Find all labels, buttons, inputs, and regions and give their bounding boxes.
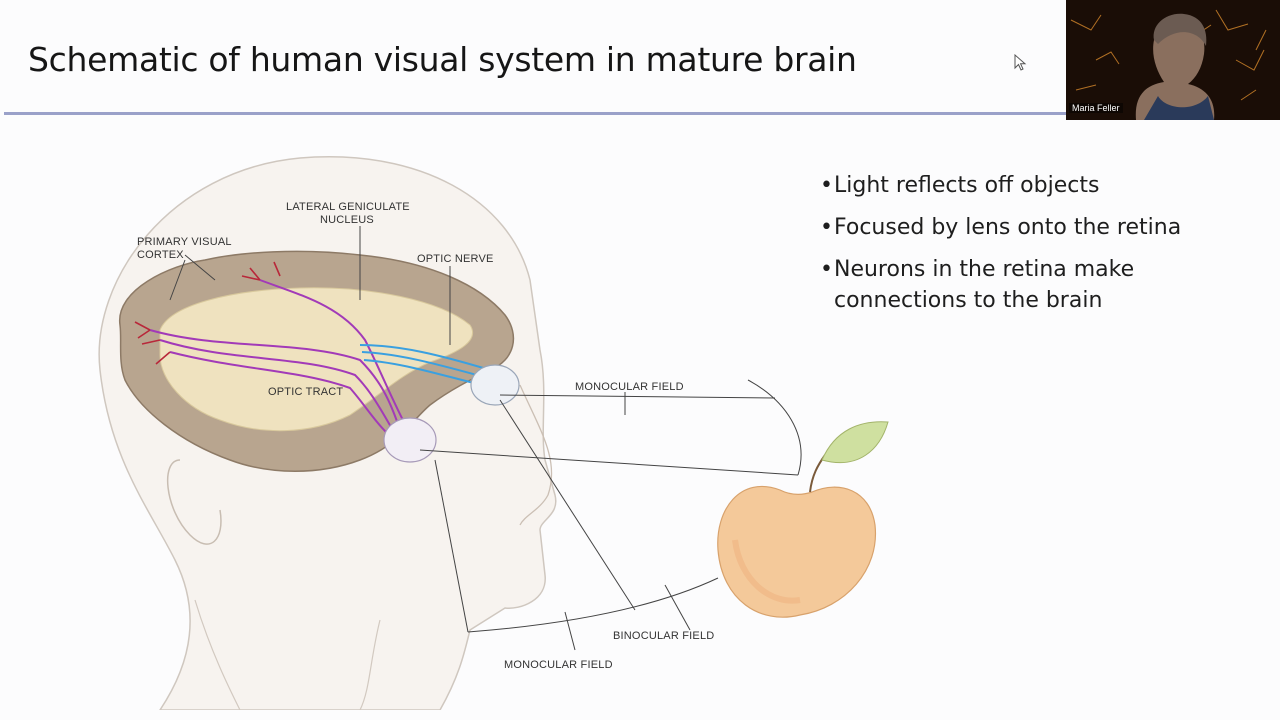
video-feed <box>1066 0 1280 120</box>
visual-system-illustration: LATERAL GENICULATE NUCLEUS PRIMARY VISUA… <box>98 156 889 710</box>
bullet-mark: • <box>820 215 833 240</box>
label-optic-tract: OPTIC TRACT <box>268 386 343 398</box>
person-silhouette <box>1135 17 1215 120</box>
bullet-mark: • <box>820 173 833 198</box>
label-lgn-line1: LATERAL GENICULATE <box>286 201 410 213</box>
cortex-terminals <box>134 261 281 365</box>
visual-field-lines <box>419 379 802 651</box>
bullet-mark: • <box>820 257 833 282</box>
apple-blush <box>732 539 801 604</box>
bullet-item: • Neurons in the retina make connections… <box>820 254 1260 316</box>
title-divider <box>4 112 1066 115</box>
bullet-list: • Light reflects off objects • Focused b… <box>820 170 1260 327</box>
optic-tract-fibers <box>149 279 409 435</box>
eye-left <box>383 417 437 463</box>
bullet-text: Light reflects off objects <box>834 173 1100 198</box>
participant-video-tile[interactable]: Maria Feller <box>1066 0 1280 120</box>
participant-name-label: Maria Feller <box>1069 103 1123 113</box>
bullet-item: • Focused by lens onto the retina <box>820 212 1260 243</box>
neck <box>194 599 381 710</box>
ear <box>167 459 222 545</box>
label-monocular-top: MONOCULAR FIELD <box>575 381 684 393</box>
cursor-arrow-icon <box>1014 54 1027 71</box>
label-pvc-line1: PRIMARY VISUAL <box>137 236 232 248</box>
label-optic-nerve: OPTIC NERVE <box>417 253 494 265</box>
bullet-text: Focused by lens onto the retina <box>834 215 1182 240</box>
face-profile <box>519 384 553 526</box>
slide-title: Schematic of human visual system in matu… <box>28 40 857 79</box>
bullet-item: • Light reflects off objects <box>820 170 1260 201</box>
eye-right <box>470 364 520 406</box>
brain-white-matter <box>159 287 473 432</box>
label-lgn-line2: NUCLEUS <box>320 214 374 226</box>
label-pvc-line2: CORTEX <box>137 249 184 261</box>
label-monocular-bottom: MONOCULAR FIELD <box>504 659 613 671</box>
apple-leaf <box>821 421 889 464</box>
bullet-text: Neurons in the retina make connections t… <box>834 257 1135 313</box>
label-binocular: BINOCULAR FIELD <box>613 630 714 642</box>
